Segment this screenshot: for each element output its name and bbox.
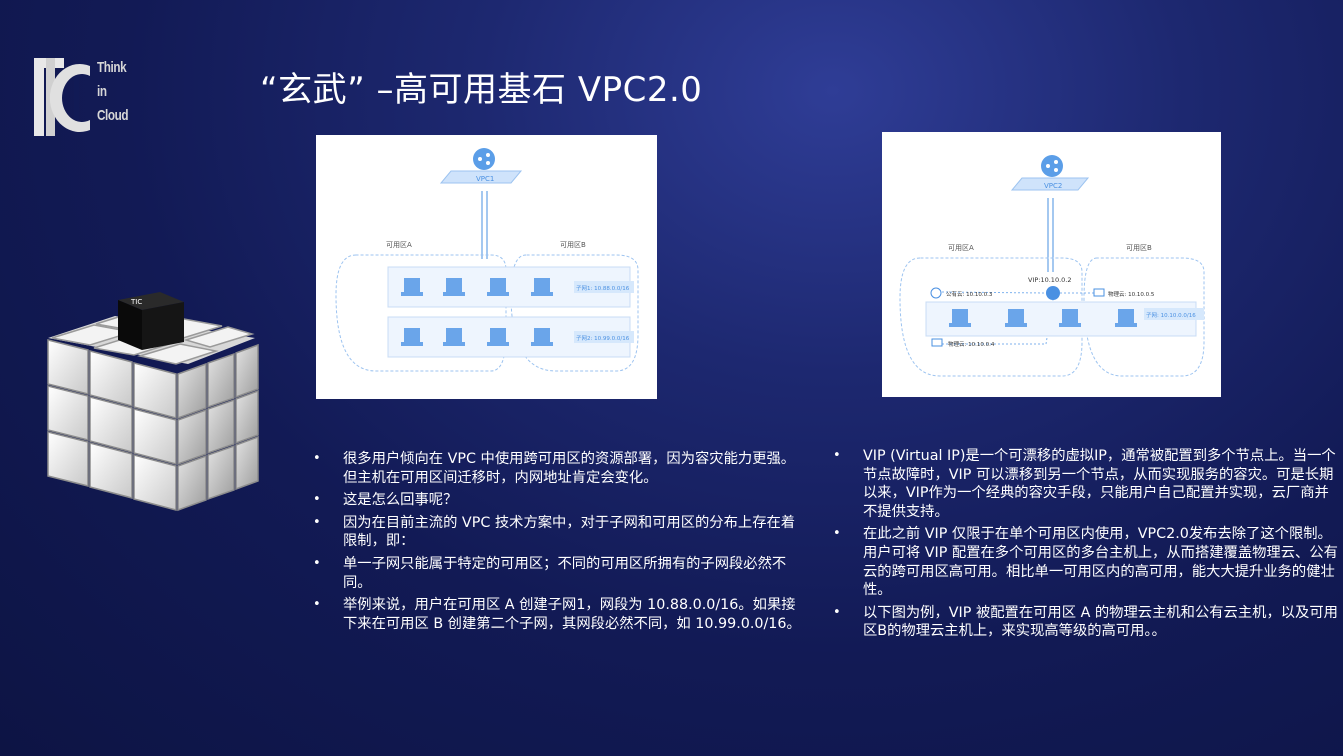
vpc1-diagram-svg: VPC1 可用区A 可用区B 子网1: 10.88.0.0/16 子网2: bbox=[335, 148, 639, 372]
subnet-label: 子网: 10.10.0.0/16 bbox=[1146, 312, 1196, 319]
list-item: 在此之前 VIP 仅限于在单个可用区内使用，VPC2.0发布去除了这个限制。用户… bbox=[833, 525, 1338, 599]
logo-word: Cloud bbox=[97, 107, 129, 124]
vpc1-label: VPC1 bbox=[476, 175, 494, 183]
physical-cloud-icon bbox=[1093, 288, 1105, 297]
physical-cloud-a-label: 物理云: 10.10.0.4 bbox=[948, 340, 995, 348]
cloud-share-icon bbox=[473, 148, 495, 170]
zone-a-label: 可用区A bbox=[948, 244, 974, 252]
public-cloud-label: 公有云: 10.10.0.3 bbox=[946, 290, 993, 298]
list-item: 以下图为例，VIP 被配置在可用区 A 的物理云主机和公有云主机，以及可用区B的… bbox=[833, 604, 1338, 641]
subnet-1-label: 子网1: 10.88.0.0/16 bbox=[576, 285, 630, 292]
zone-b-label: 可用区B bbox=[1126, 244, 1152, 252]
left-bullet-list: 很多用户倾向在 VPC 中使用跨可用区的资源部署，因为容灾能力更强。但主机在可用… bbox=[313, 450, 808, 637]
list-item: VIP (Virtual IP)是一个可漂移的虚拟IP，通常被配置到多个节点上。… bbox=[833, 447, 1338, 521]
vpc2-diagram-svg: VPC2 可用区A 可用区B VIP:10.10.0.2 公有云: 10.10.… bbox=[899, 155, 1205, 377]
logo-wordmark: Think in Cloud bbox=[97, 56, 129, 128]
list-item: 很多用户倾向在 VPC 中使用跨可用区的资源部署，因为容灾能力更强。但主机在可用… bbox=[313, 450, 808, 487]
tic-logo: Think in Cloud bbox=[34, 54, 134, 144]
vip-label: VIP:10.10.0.2 bbox=[1028, 276, 1072, 284]
vpc2-label: VPC2 bbox=[1044, 182, 1062, 190]
vpc1-diagram: VPC1 可用区A 可用区B 子网1: 10.88.0.0/16 子网2: bbox=[316, 135, 657, 399]
subnet-2-label: 子网2: 10.99.0.0/16 bbox=[576, 335, 630, 342]
zone-a-label: 可用区A bbox=[386, 241, 412, 249]
list-item: 举例来说，用户在可用区 A 创建子网1，网段为 10.88.0.0/16。如果接… bbox=[313, 596, 808, 633]
page-title: “玄武” –高可用基石 VPC2.0 bbox=[260, 70, 703, 110]
tic-logo-icon bbox=[34, 58, 90, 136]
cloud-share-icon bbox=[1041, 155, 1063, 177]
cube-top-label: TIC bbox=[130, 298, 142, 306]
logo-word: in bbox=[97, 83, 107, 100]
logo-word: Think bbox=[97, 59, 127, 76]
cube-illustration: TIC bbox=[47, 292, 259, 512]
public-cloud-icon bbox=[930, 287, 942, 299]
list-item: 因为在目前主流的 VPC 技术方案中，对于子网和可用区的分布上存在着限制，即： bbox=[313, 514, 808, 551]
list-item: 单一子网只能属于特定的可用区；不同的可用区所拥有的子网段必然不同。 bbox=[313, 555, 808, 592]
physical-cloud-icon bbox=[931, 338, 943, 347]
vip-share-icon bbox=[1046, 286, 1060, 300]
zone-b-label: 可用区B bbox=[560, 241, 586, 249]
physical-cloud-b-label: 物理云: 10.10.0.5 bbox=[1108, 290, 1155, 298]
list-item: 这是怎么回事呢？ bbox=[313, 491, 808, 510]
right-bullet-list: VIP (Virtual IP)是一个可漂移的虚拟IP，通常被配置到多个节点上。… bbox=[833, 447, 1338, 645]
vpc2-diagram: VPC2 可用区A 可用区B VIP:10.10.0.2 公有云: 10.10.… bbox=[882, 132, 1221, 397]
